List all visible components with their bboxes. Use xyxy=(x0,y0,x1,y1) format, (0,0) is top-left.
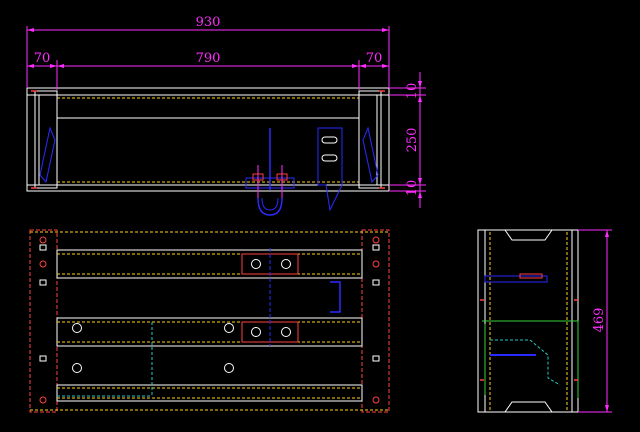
side-green-bracket xyxy=(482,320,579,398)
plan-bracket xyxy=(330,281,341,313)
side-plate xyxy=(519,273,543,279)
front-right-bracket xyxy=(362,126,379,184)
plan-beam-1 xyxy=(56,249,363,279)
plan-view xyxy=(29,229,390,413)
front-view-outline xyxy=(26,87,390,192)
dim-span: 790 xyxy=(196,51,221,66)
side-bottom-notch xyxy=(504,401,553,413)
slotted-clip xyxy=(317,127,343,212)
side-weld-marks xyxy=(480,299,578,381)
dim-side-height: 469 xyxy=(592,308,607,333)
plan-hole xyxy=(72,363,82,373)
plan-hole xyxy=(72,323,82,333)
plan-beam-3 xyxy=(56,384,363,402)
plan-right-column xyxy=(361,229,390,413)
side-gusset-hidden xyxy=(490,339,561,386)
front-right-column xyxy=(358,90,382,189)
dim-bottom-flange: 10 xyxy=(405,180,420,197)
dim-top-flange: 10 xyxy=(405,83,420,100)
dim-height: 250 xyxy=(405,128,420,153)
plan-hole xyxy=(224,363,234,373)
plan-hole xyxy=(224,323,234,333)
front-dimensions: 930 70 790 70 10 250 10 xyxy=(26,15,426,208)
plan-beam-2 xyxy=(56,317,363,347)
front-view xyxy=(26,87,390,216)
dim-left-margin: 70 xyxy=(34,51,51,66)
dim-overall-width: 930 xyxy=(196,15,221,30)
dim-right-margin: 70 xyxy=(366,51,383,66)
side-beam-band xyxy=(484,275,548,283)
front-left-column xyxy=(34,90,58,189)
plan-column-markers xyxy=(39,236,380,404)
plan-left-column xyxy=(29,229,58,413)
side-top-notch xyxy=(504,229,553,241)
front-left-weld-marks xyxy=(31,90,385,189)
front-left-bracket xyxy=(39,126,56,184)
u-bolt-assembly xyxy=(245,128,295,216)
side-view: 469 xyxy=(477,229,612,413)
